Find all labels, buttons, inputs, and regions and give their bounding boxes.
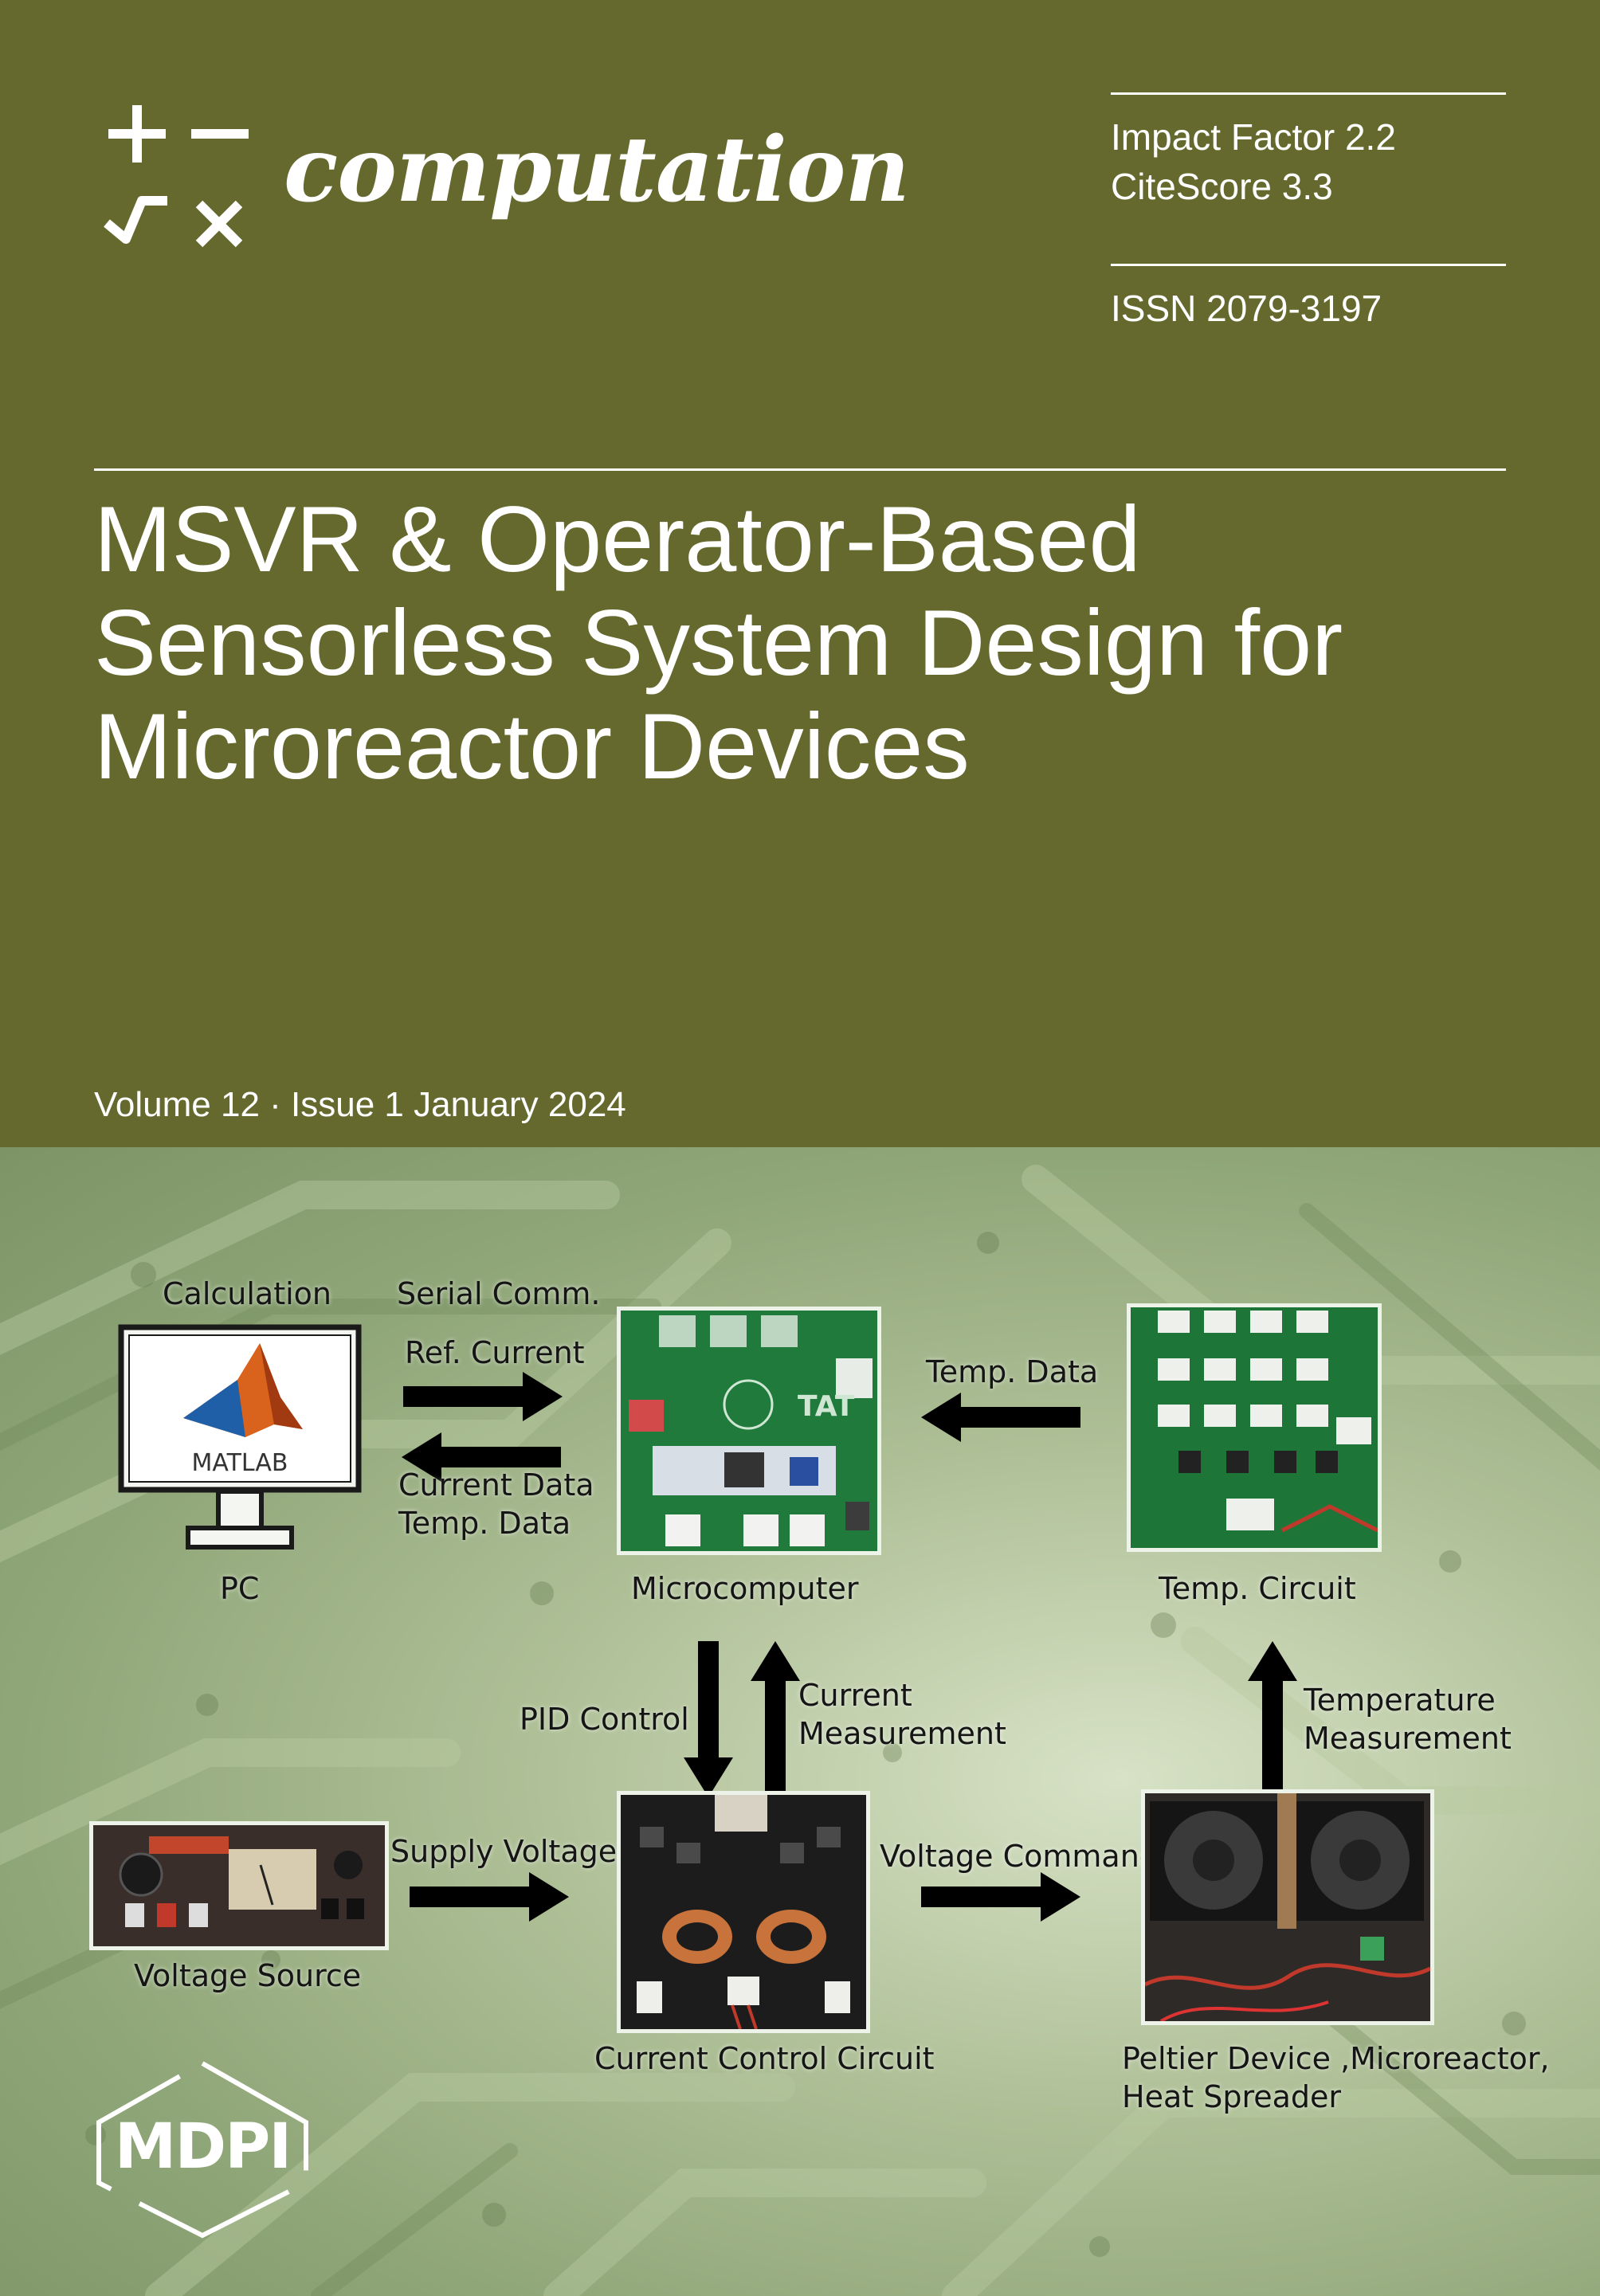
microcomputer-label: Microcomputer xyxy=(631,1571,859,1606)
voltage-command-label: Voltage Command xyxy=(880,1839,1159,1874)
temp-data-left-label: Temp. Data xyxy=(398,1506,571,1541)
peltier-label: Heat Spreader xyxy=(1122,2079,1342,2114)
publisher-name: MDPI xyxy=(114,2111,292,2183)
arrow-right-icon xyxy=(921,1872,1080,1922)
arrow-left-icon xyxy=(402,1432,561,1482)
math-operators-logo-icon xyxy=(104,105,249,248)
publisher-logo: MDPI xyxy=(91,2059,314,2240)
arrow-down-icon xyxy=(684,1641,733,1797)
cover-header: computation Impact Factor 2.2 CiteScore … xyxy=(0,0,1600,1147)
matlab-screen-text: MATLAB xyxy=(192,1449,288,1477)
mdpi-hexagon-icon xyxy=(96,2060,308,2239)
divider xyxy=(1111,264,1506,266)
serial-comm-label: Serial Comm. xyxy=(397,1276,601,1311)
arrow-right-icon xyxy=(410,1872,569,1922)
issn: ISSN 2079-3197 xyxy=(1111,288,1382,329)
article-title: MSVR & Operator-Based Sensorless System … xyxy=(94,488,1544,798)
supply-voltage-label: Supply Voltage xyxy=(390,1834,618,1869)
journal-name: computation xyxy=(284,118,910,222)
issue-info: Volume 12 · Issue 1 January 2024 xyxy=(94,1085,626,1124)
impact-factor: Impact Factor 2.2 xyxy=(1111,116,1396,158)
citescore: CiteScore 3.3 xyxy=(1111,166,1333,207)
current-control-circuit-photo xyxy=(617,1791,870,2033)
arrow-up-icon xyxy=(751,1641,800,1797)
temp-circuit-label: Temp. Circuit xyxy=(1159,1571,1356,1606)
arrow-up-icon xyxy=(1248,1641,1297,1797)
divider xyxy=(94,468,1506,471)
article-title-line: MSVR & Operator-Based xyxy=(94,487,1141,591)
article-title-line: Sensorless System Design for xyxy=(94,590,1343,695)
temperature-measurement-label: Temperature xyxy=(1304,1683,1496,1718)
peltier-label: Peltier Device ,Microreactor, xyxy=(1122,2041,1550,2076)
current-measurement-label: Measurement xyxy=(798,1716,1006,1751)
voltage-source-photo xyxy=(89,1821,389,1950)
current-data-label: Current Data xyxy=(398,1467,594,1503)
arrow-left-icon xyxy=(921,1393,1080,1442)
current-control-circuit-label: Current Control Circuit xyxy=(594,2041,935,2076)
divider xyxy=(1111,92,1506,95)
pc-monitor-icon: MATLAB xyxy=(118,1324,362,1550)
pc-label: PC xyxy=(220,1571,260,1606)
ref-current-label: Ref. Current xyxy=(405,1335,585,1370)
board-mark: TAT xyxy=(798,1390,855,1423)
voltage-source-label: Voltage Source xyxy=(134,1958,362,1993)
temp-data-right-label: Temp. Data xyxy=(926,1354,1099,1389)
article-title-line: Microreactor Devices xyxy=(94,694,970,798)
arrow-right-icon xyxy=(403,1372,563,1421)
current-measurement-label: Current xyxy=(798,1678,912,1713)
cover-figure: Calculation MATLAB PC Serial Comm. Ref. … xyxy=(0,1147,1600,2296)
peltier-device-photo xyxy=(1141,1789,1434,2025)
temperature-measurement-label: Measurement xyxy=(1304,1721,1512,1756)
calculation-label: Calculation xyxy=(163,1276,331,1311)
pid-control-label: PID Control xyxy=(520,1702,689,1737)
temp-circuit-photo xyxy=(1127,1303,1382,1552)
microcomputer-photo: TAT xyxy=(617,1307,881,1555)
